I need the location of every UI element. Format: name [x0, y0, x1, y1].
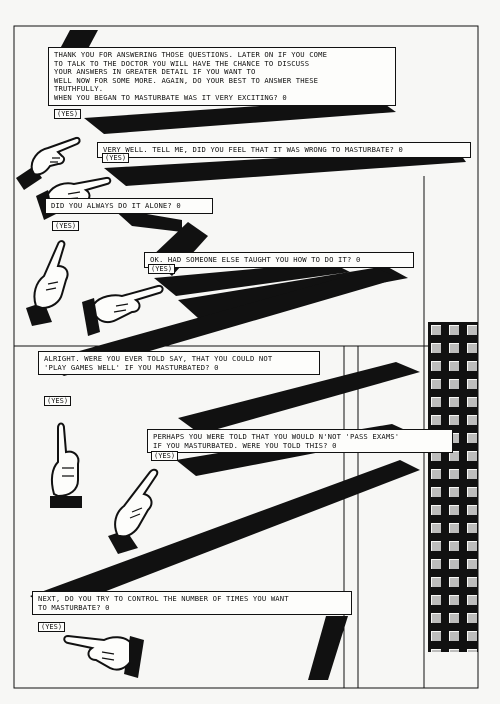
question-text: IF YOU MASTURBATED. WERE YOU TOLD THIS? …: [153, 440, 337, 450]
pointing-hand-icon: [50, 422, 82, 508]
question-text: ALRIGHT. WERE YOU EVER TOLD SAY, THAT YO…: [44, 354, 273, 363]
question-text: DID YOU ALWAYS DO IT ALONE? 0: [51, 201, 181, 210]
answer-badge: (YES): [52, 221, 80, 231]
question-text: VERY WELL. TELL ME, DID YOU FEEL THAT IT…: [103, 145, 403, 154]
pointing-hand-icon: [108, 468, 159, 554]
question-text: THANK YOU FOR ANSWERING THOSE QUESTIONS.…: [54, 50, 328, 59]
pointing-hand-icon: [82, 284, 164, 336]
question-text: PERHAPS YOU WERE TOLD THAT YOU WOULD N'N…: [153, 432, 400, 441]
question-text: NEXT, DO YOU TRY TO CONTROL THE NUMBER O…: [38, 594, 289, 603]
checkered-blocks-pattern: [428, 322, 478, 652]
question-box-4: OK. HAD SOMEONE ELSE TAUGHT YOU HOW TO D…: [144, 252, 414, 268]
question-text: TO TALK TO THE DOCTOR YOU WILL HAVE THE …: [54, 58, 310, 68]
pointing-hand-icon: [16, 136, 81, 190]
pointing-hand-icon: [26, 240, 69, 326]
answer-badge: (YES): [38, 622, 66, 632]
question-box-6: PERHAPS YOU WERE TOLD THAT YOU WOULD N'N…: [147, 429, 453, 454]
question-text: TRUTHFULLY.: [54, 84, 104, 94]
question-box-1: THANK YOU FOR ANSWERING THOSE QUESTIONS.…: [48, 47, 396, 106]
answer-badge: (YES): [148, 264, 176, 274]
answer-badge: (YES): [151, 451, 179, 461]
pointing-hand-icon: [36, 176, 112, 220]
question-box-7: NEXT, DO YOU TRY TO CONTROL THE NUMBER O…: [32, 591, 352, 616]
question-text: 'PLAY GAMES WELL' IF YOU MASTURBATED? 0: [44, 362, 219, 372]
question-box-2: VERY WELL. TELL ME, DID YOU FEEL THAT IT…: [97, 142, 471, 158]
answer-badge: (YES): [54, 109, 82, 119]
pointing-hand-icon: [63, 634, 144, 678]
answer-badge: (YES): [44, 396, 72, 406]
answer-badge: (YES): [102, 153, 130, 163]
question-text: TO MASTURBATE? 0: [38, 602, 110, 612]
question-box-5: ALRIGHT. WERE YOU EVER TOLD SAY, THAT YO…: [38, 351, 320, 376]
question-box-3: DID YOU ALWAYS DO IT ALONE? 0: [45, 198, 213, 214]
question-text: YOUR ANSWERS IN GREATER DETAIL IF YOU WA…: [54, 67, 256, 77]
question-text: WHEN YOU BEGAN TO MASTURBATE WAS IT VERY…: [54, 92, 287, 102]
question-text: OK. HAD SOMEONE ELSE TAUGHT YOU HOW TO D…: [150, 255, 361, 264]
question-text: WELL NOW FOR SOME MORE. AGAIN, DO YOUR B…: [54, 75, 319, 85]
